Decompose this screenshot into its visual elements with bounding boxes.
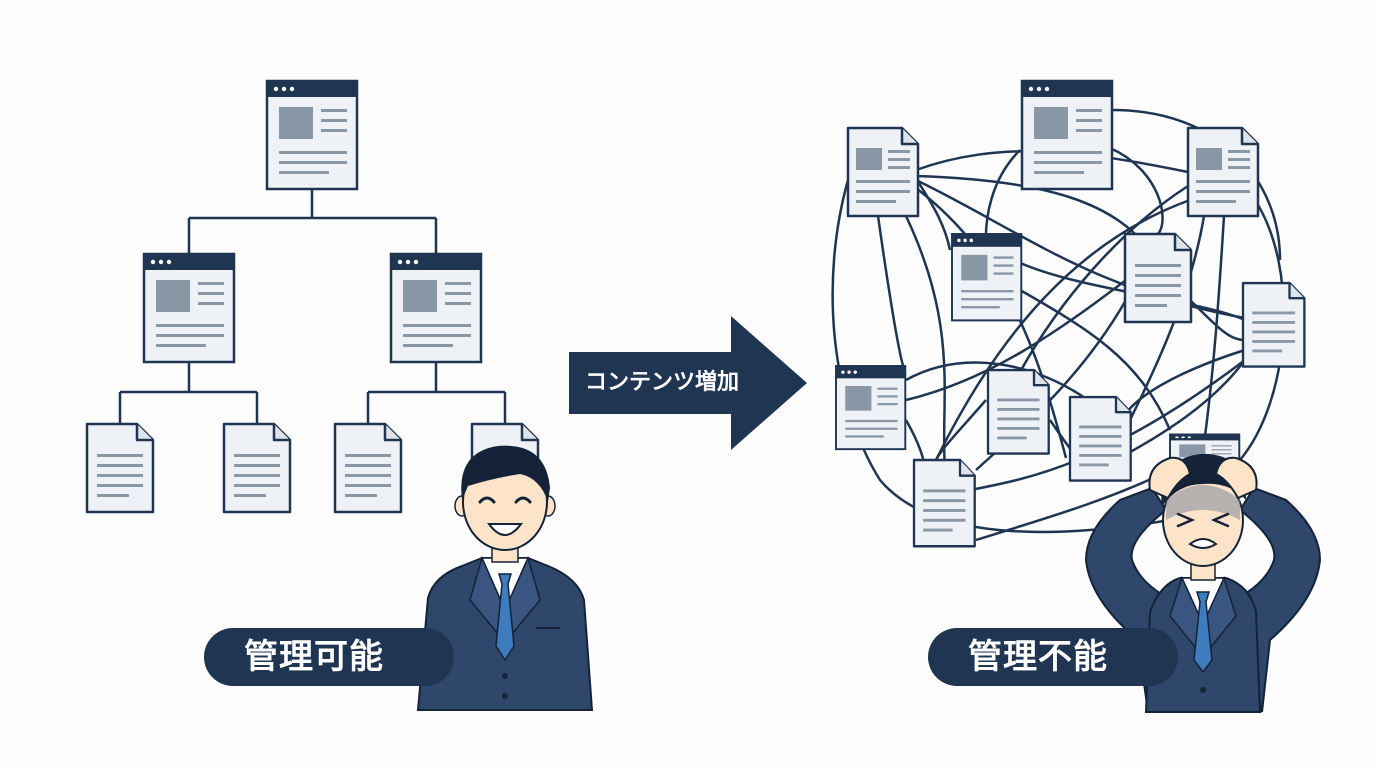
web-page-icon (1020, 79, 1114, 191)
web-page-icon (950, 232, 1023, 322)
branch-page-icon (389, 252, 483, 364)
leaf-document-icon (333, 422, 403, 514)
unmanageable-label: 管理不能 (928, 628, 1178, 686)
leaf-document-icon (85, 422, 155, 514)
happy-businessman (416, 445, 594, 711)
web-document-icon (1241, 281, 1306, 368)
branch-page-icon (142, 252, 236, 364)
web-document-icon (912, 458, 976, 548)
manageable-label: 管理可能 (204, 628, 454, 686)
web-document-icon (1068, 395, 1132, 482)
web-document-icon (986, 368, 1050, 455)
web-document-icon (1186, 126, 1260, 218)
arrow-label: コンテンツ増加 (585, 370, 740, 395)
leaf-document-icon (222, 422, 292, 514)
web-document-icon (846, 126, 920, 218)
hierarchy-tree (85, 79, 540, 514)
growth-arrow (569, 316, 807, 450)
web-document-icon (1123, 232, 1193, 324)
root-page-icon (265, 79, 359, 191)
web-page-icon (835, 365, 907, 451)
tree-connectors (118, 190, 507, 424)
